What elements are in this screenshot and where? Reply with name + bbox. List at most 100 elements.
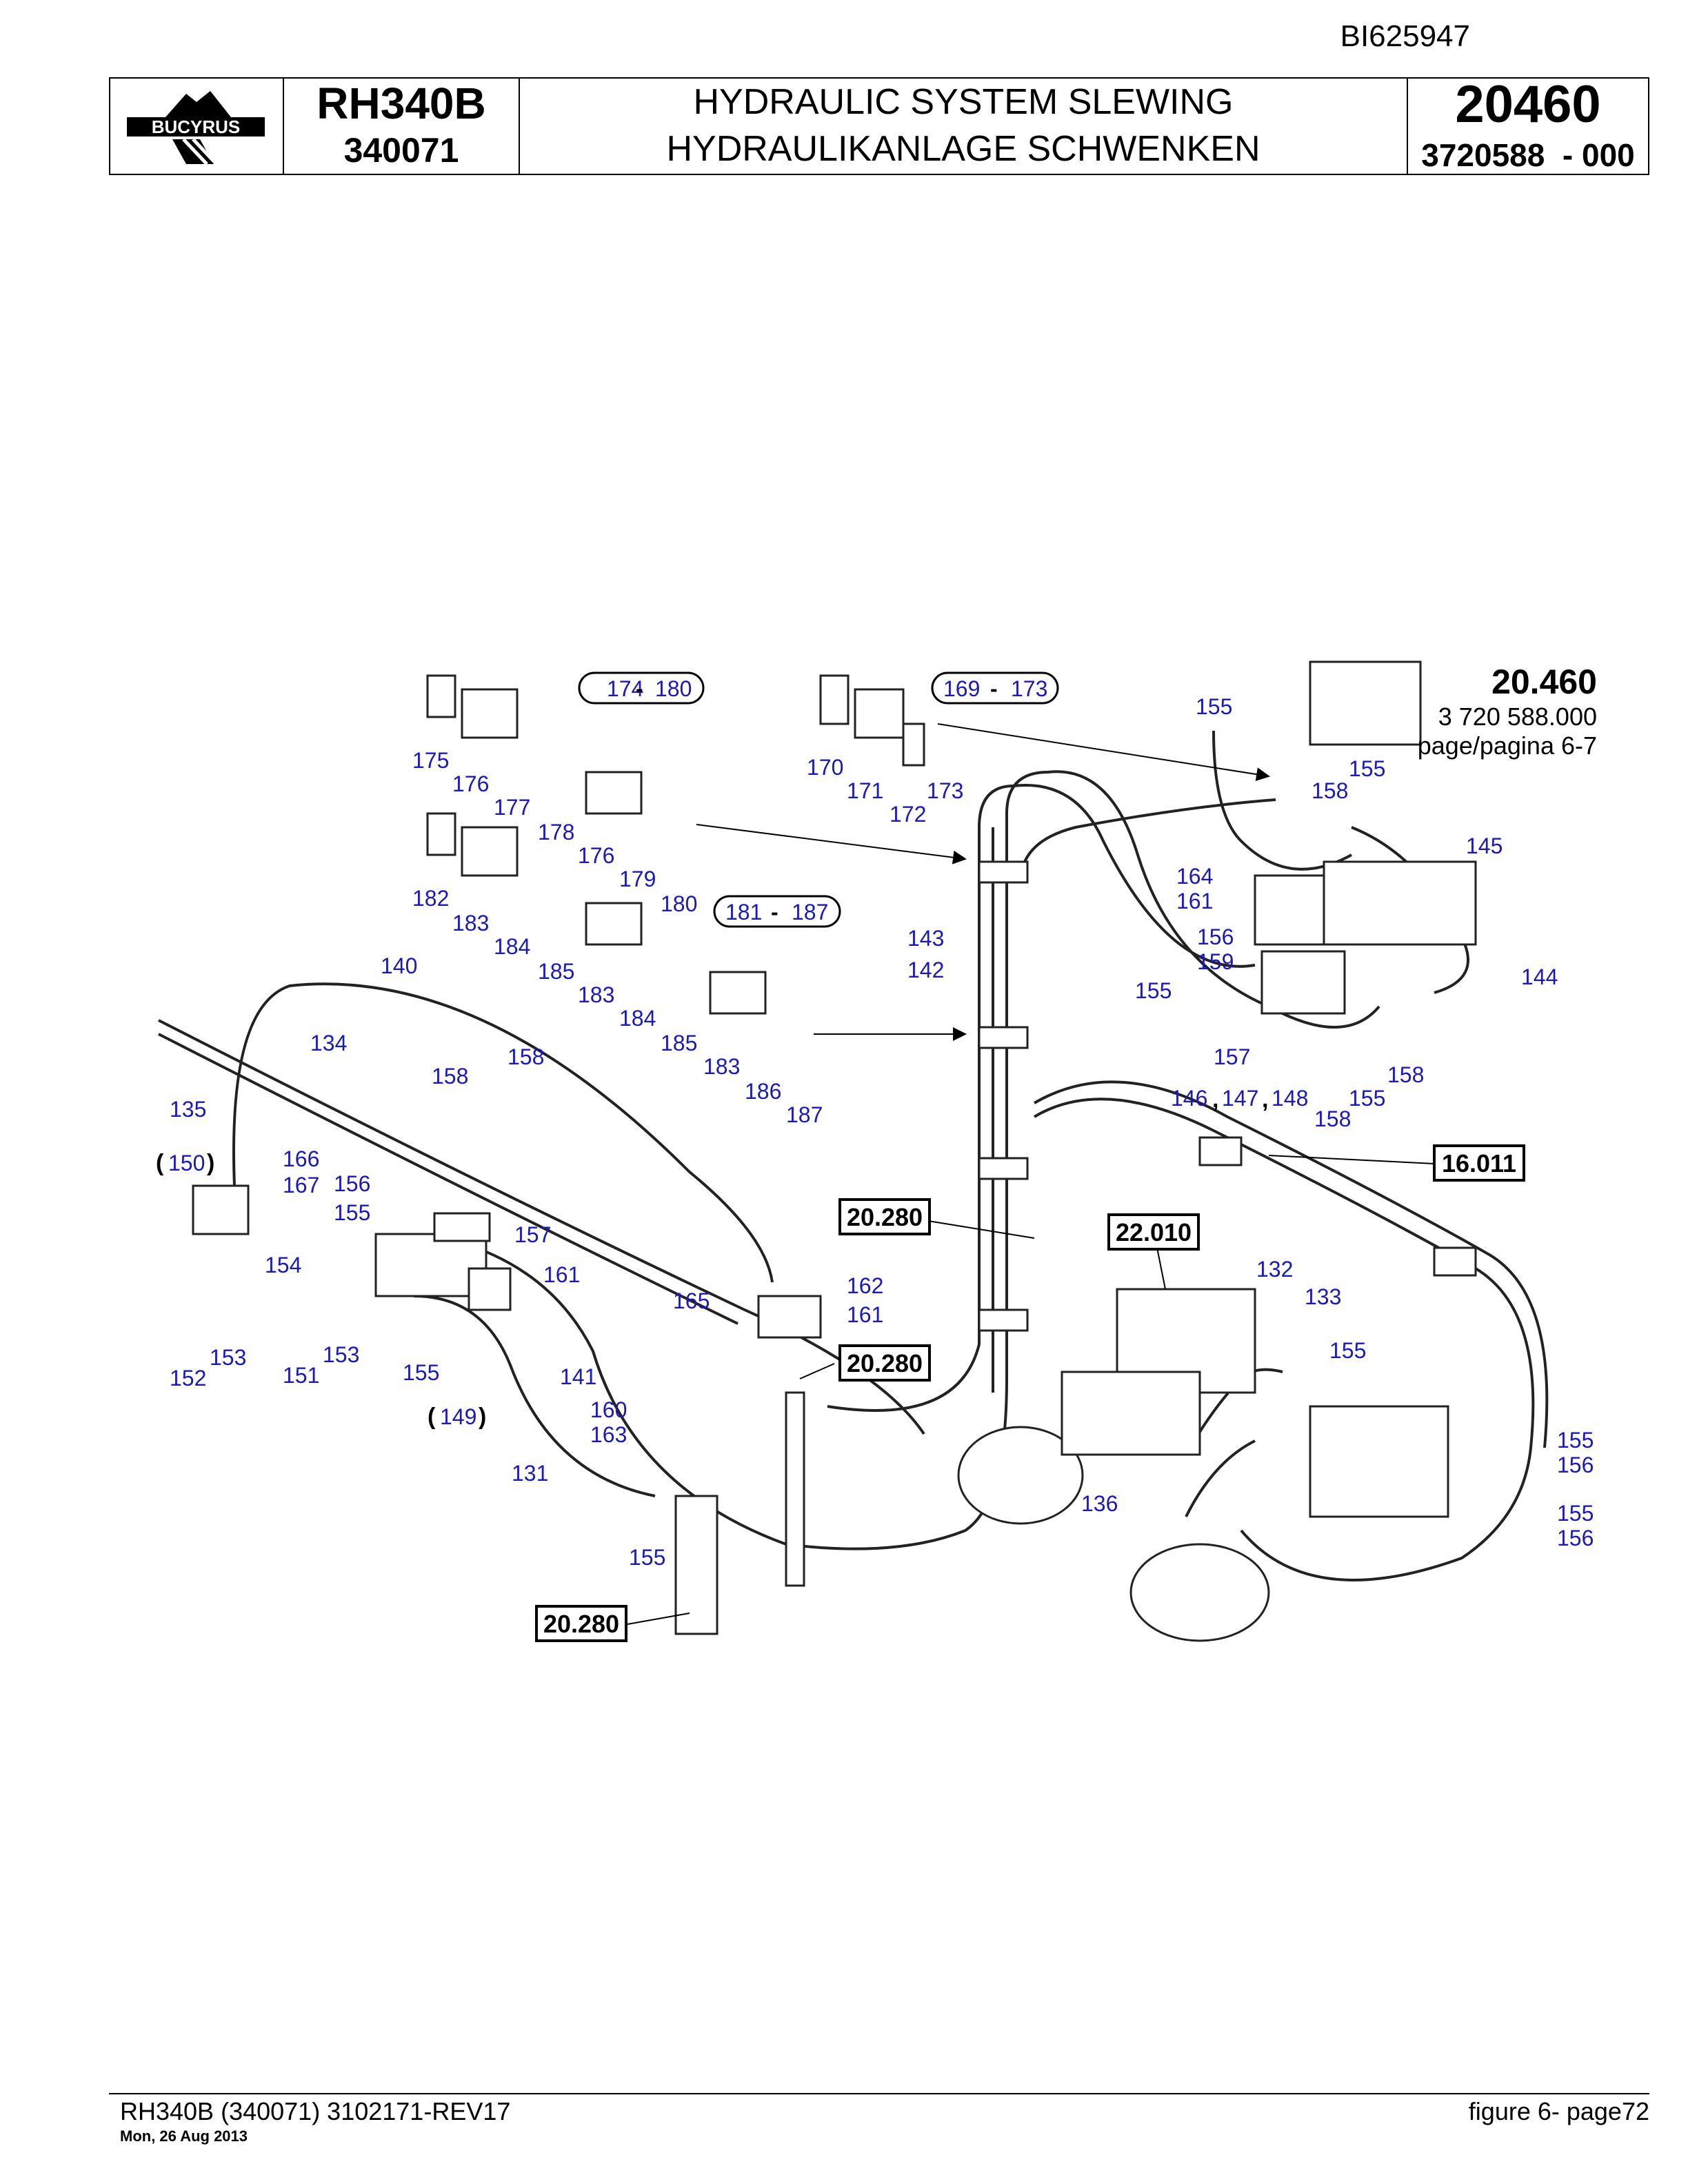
- callout-135: 135: [170, 1097, 206, 1122]
- ref-box-20280-b: 20.280: [847, 1349, 923, 1377]
- callout-147: 147: [1222, 1086, 1258, 1111]
- callout-132: 132: [1256, 1257, 1293, 1282]
- clamp-183c: [709, 971, 767, 1015]
- leader-lines: [627, 723, 1435, 1625]
- callout-155: 155: [1349, 1086, 1385, 1111]
- callout-177: 177: [494, 795, 530, 820]
- clamp-16011-a: [1198, 1136, 1243, 1166]
- callout-179: 179: [619, 867, 656, 891]
- drawing-group: 20.460: [1491, 663, 1597, 701]
- callout-133: 133: [1305, 1284, 1341, 1309]
- range-187: 187: [792, 900, 828, 924]
- callout-182: 182: [412, 886, 449, 911]
- range-173: 173: [1011, 676, 1047, 701]
- paren-close-150: ): [207, 1150, 214, 1176]
- hose-155-upper: [1212, 730, 1352, 871]
- callout-155: 155: [403, 1360, 439, 1385]
- tube-160: [785, 1391, 805, 1587]
- range-dash-3: -: [771, 900, 778, 924]
- callout-186: 186: [745, 1079, 781, 1104]
- callout-157: 157: [514, 1222, 551, 1247]
- pump-main: [957, 1426, 1084, 1525]
- clamp-176: [461, 688, 519, 739]
- callout-157: 157: [1214, 1044, 1250, 1069]
- callout-155: 155: [1349, 756, 1385, 781]
- comma-1: ,: [1212, 1086, 1218, 1113]
- bucyrus-logo: BUCYRUS: [127, 91, 265, 165]
- callout-155: 155: [629, 1545, 665, 1570]
- valve-manifold: [1309, 660, 1422, 746]
- hose-clamp-3: [978, 1157, 1029, 1180]
- callout-159: 159: [1197, 949, 1234, 974]
- callout-155: 155: [1329, 1338, 1366, 1363]
- ref-box-20280-c: 20.280: [543, 1610, 619, 1638]
- callout-184: 184: [619, 1006, 656, 1031]
- callout-160: 160: [590, 1397, 627, 1422]
- hose-clamp-4: [978, 1308, 1029, 1332]
- callout-131: 131: [512, 1461, 548, 1486]
- valve-block-145: [1323, 860, 1477, 946]
- fitting-161: [468, 1267, 512, 1311]
- callout-145: 145: [1466, 833, 1503, 858]
- plate-175: [426, 674, 456, 718]
- ref-box-16011: 16.011: [1442, 1149, 1516, 1177]
- number-cell: 20460 3720588 - 000: [1408, 79, 1648, 174]
- callout-143: 143: [907, 926, 944, 951]
- callout-183: 183: [703, 1054, 740, 1079]
- plate-170: [819, 674, 850, 725]
- callout-183: 183: [578, 982, 614, 1007]
- callout-162: 162: [847, 1273, 883, 1298]
- drawing-reference: 20.460 3 720 588.000 page/pagina 6-7: [1418, 663, 1597, 760]
- valve-block-lower: [1260, 950, 1346, 1015]
- callout-153: 153: [210, 1345, 246, 1370]
- callout-134: 134: [310, 1031, 347, 1055]
- callout-154: 154: [265, 1253, 301, 1277]
- plate-172: [902, 722, 925, 767]
- callout-156: 156: [1557, 1453, 1594, 1477]
- callout-185: 185: [538, 959, 574, 984]
- drawing-page: page/pagina 6-7: [1418, 731, 1597, 760]
- callout-146: 146: [1171, 1086, 1207, 1111]
- manifold-20280: [674, 1495, 719, 1635]
- clamp-171: [854, 688, 905, 739]
- distributor-149: [374, 1233, 488, 1297]
- callout-165: 165: [673, 1288, 710, 1313]
- callout-163: 163: [590, 1422, 627, 1447]
- hose-140: [232, 982, 774, 1283]
- range-181: 181: [725, 900, 762, 924]
- range-180: 180: [655, 676, 692, 701]
- callout-155: 155: [1557, 1501, 1594, 1526]
- paren-open-149: (: [428, 1404, 436, 1430]
- footer-document-ref: RH340B (340071) 3102171-REV17: [120, 2097, 511, 2125]
- callout-156: 156: [1557, 1526, 1594, 1550]
- callout-144: 144: [1521, 964, 1558, 989]
- pump-body: [1061, 1371, 1201, 1456]
- callout-185: 185: [661, 1031, 697, 1055]
- callout-178: 178: [538, 820, 574, 845]
- range-169: 169: [943, 676, 980, 701]
- callout-161: 161: [847, 1302, 883, 1327]
- callout-158: 158: [1314, 1106, 1351, 1131]
- callout-153: 153: [323, 1342, 359, 1367]
- callout-152: 152: [170, 1366, 206, 1391]
- callout-155: 155: [1135, 978, 1172, 1003]
- footer-page-ref: figure 6- page72: [1468, 2097, 1649, 2125]
- model-cell: RH340B 340071: [284, 79, 520, 174]
- callout-176: 176: [578, 843, 614, 868]
- callout-149: 149: [440, 1404, 476, 1429]
- clamp-176b: [585, 771, 643, 815]
- paren-close-149: ): [479, 1404, 486, 1430]
- callout-140: 140: [381, 953, 417, 978]
- pump-block-right: [1309, 1405, 1449, 1518]
- range-174: 174: [607, 676, 643, 701]
- hose-clamp-1: [978, 860, 1029, 884]
- logo-text: BUCYRUS: [152, 117, 241, 137]
- callout-158: 158: [1312, 778, 1348, 803]
- callout-158: 158: [1387, 1062, 1424, 1087]
- block-162: [757, 1295, 822, 1339]
- footer-divider: [109, 2093, 1649, 2094]
- title-german: HYDRAULIKANLAGE SCHWENKEN: [666, 129, 1260, 169]
- hose-131: [413, 1295, 656, 1497]
- hose-135: [158, 1033, 738, 1325]
- group-number: 20460: [1455, 75, 1601, 134]
